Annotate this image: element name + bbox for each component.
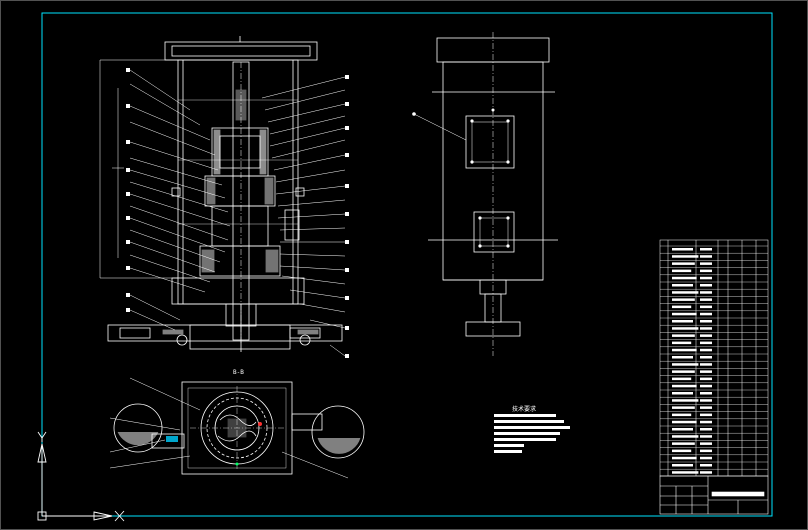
technical-notes-title: 技术要求 <box>512 406 537 413</box>
parts-row-text <box>672 435 699 438</box>
leader-lines-right <box>261 76 346 357</box>
parts-row-text <box>672 327 699 330</box>
parts-row-text <box>672 399 699 402</box>
parts-row-material <box>700 298 712 301</box>
parts-row-text <box>672 356 693 359</box>
parts-row-text <box>672 262 695 265</box>
parts-row-text <box>672 269 692 273</box>
section-label: B-B <box>233 369 244 376</box>
main-section-view[interactable] <box>99 36 343 352</box>
parts-row-material <box>700 420 712 424</box>
parts-row-text <box>672 320 693 323</box>
parts-row-text <box>672 413 692 417</box>
parts-row-text <box>672 442 695 445</box>
parts-row-text <box>672 406 695 409</box>
parts-row-text <box>672 449 692 453</box>
parts-row-material <box>700 413 712 417</box>
parts-row-text <box>672 305 692 309</box>
parts-row-material <box>700 442 712 445</box>
parts-row-text <box>672 428 693 431</box>
parts-row-material <box>700 471 712 474</box>
ucs-icon <box>37 431 125 522</box>
parts-row-material <box>700 341 712 345</box>
parts-row-text <box>672 248 693 251</box>
parts-row-material <box>700 276 712 280</box>
parts-row-text <box>672 284 693 287</box>
parts-row-material <box>700 406 712 409</box>
parts-row-material <box>700 428 712 431</box>
side-elevation-view[interactable] <box>413 32 558 356</box>
parts-row-material <box>700 384 712 388</box>
parts-row-material <box>700 305 712 309</box>
parts-row-text <box>672 348 697 352</box>
parts-row-text <box>672 276 697 280</box>
parts-row-text <box>672 312 697 316</box>
parts-row-text <box>672 471 699 474</box>
parts-row-text <box>672 384 697 388</box>
technical-notes-block <box>494 414 570 453</box>
green-marker <box>235 462 239 466</box>
parts-row-text <box>672 298 695 301</box>
leader-lines-left <box>129 69 231 331</box>
parts-row-text <box>672 456 697 460</box>
parts-row-text <box>672 255 699 258</box>
parts-row-material <box>700 449 712 453</box>
parts-row-material <box>700 320 712 323</box>
parts-row-material <box>700 248 712 251</box>
parts-row-material <box>700 291 712 294</box>
parts-row-material <box>700 356 712 359</box>
drawing-frame <box>41 12 773 517</box>
parts-row-material <box>700 348 712 352</box>
parts-row-material <box>700 370 712 373</box>
parts-row-text <box>672 377 692 381</box>
parts-row-material <box>700 456 712 460</box>
title-block[interactable] <box>659 475 769 515</box>
parts-row-material <box>700 255 712 258</box>
parts-row-material <box>700 269 712 273</box>
parts-row-text <box>672 420 697 424</box>
parts-row-material <box>700 363 712 366</box>
parts-row-text <box>672 341 692 345</box>
parts-row-material <box>700 284 712 287</box>
parts-list-rows <box>660 245 768 474</box>
parts-row-material <box>700 435 712 438</box>
parts-row-text <box>672 370 695 373</box>
parts-row-text <box>672 392 693 395</box>
parts-row-material <box>700 334 712 337</box>
parts-row-text <box>672 334 695 337</box>
side-view-bolts <box>412 108 510 248</box>
cyan-marker <box>166 436 178 442</box>
parts-row-material <box>700 262 712 265</box>
part-number-markers <box>126 68 349 358</box>
section-b-b-view[interactable] <box>109 377 365 479</box>
parts-row-material <box>700 464 712 467</box>
parts-row-text <box>672 363 699 366</box>
parts-row-material <box>700 392 712 395</box>
parts-row-material <box>700 377 712 381</box>
red-marker <box>258 422 262 426</box>
parts-row-material <box>700 312 712 316</box>
parts-row-material <box>700 399 712 402</box>
parts-row-text <box>672 291 699 294</box>
parts-row-material <box>700 327 712 330</box>
parts-row-text <box>672 464 693 467</box>
